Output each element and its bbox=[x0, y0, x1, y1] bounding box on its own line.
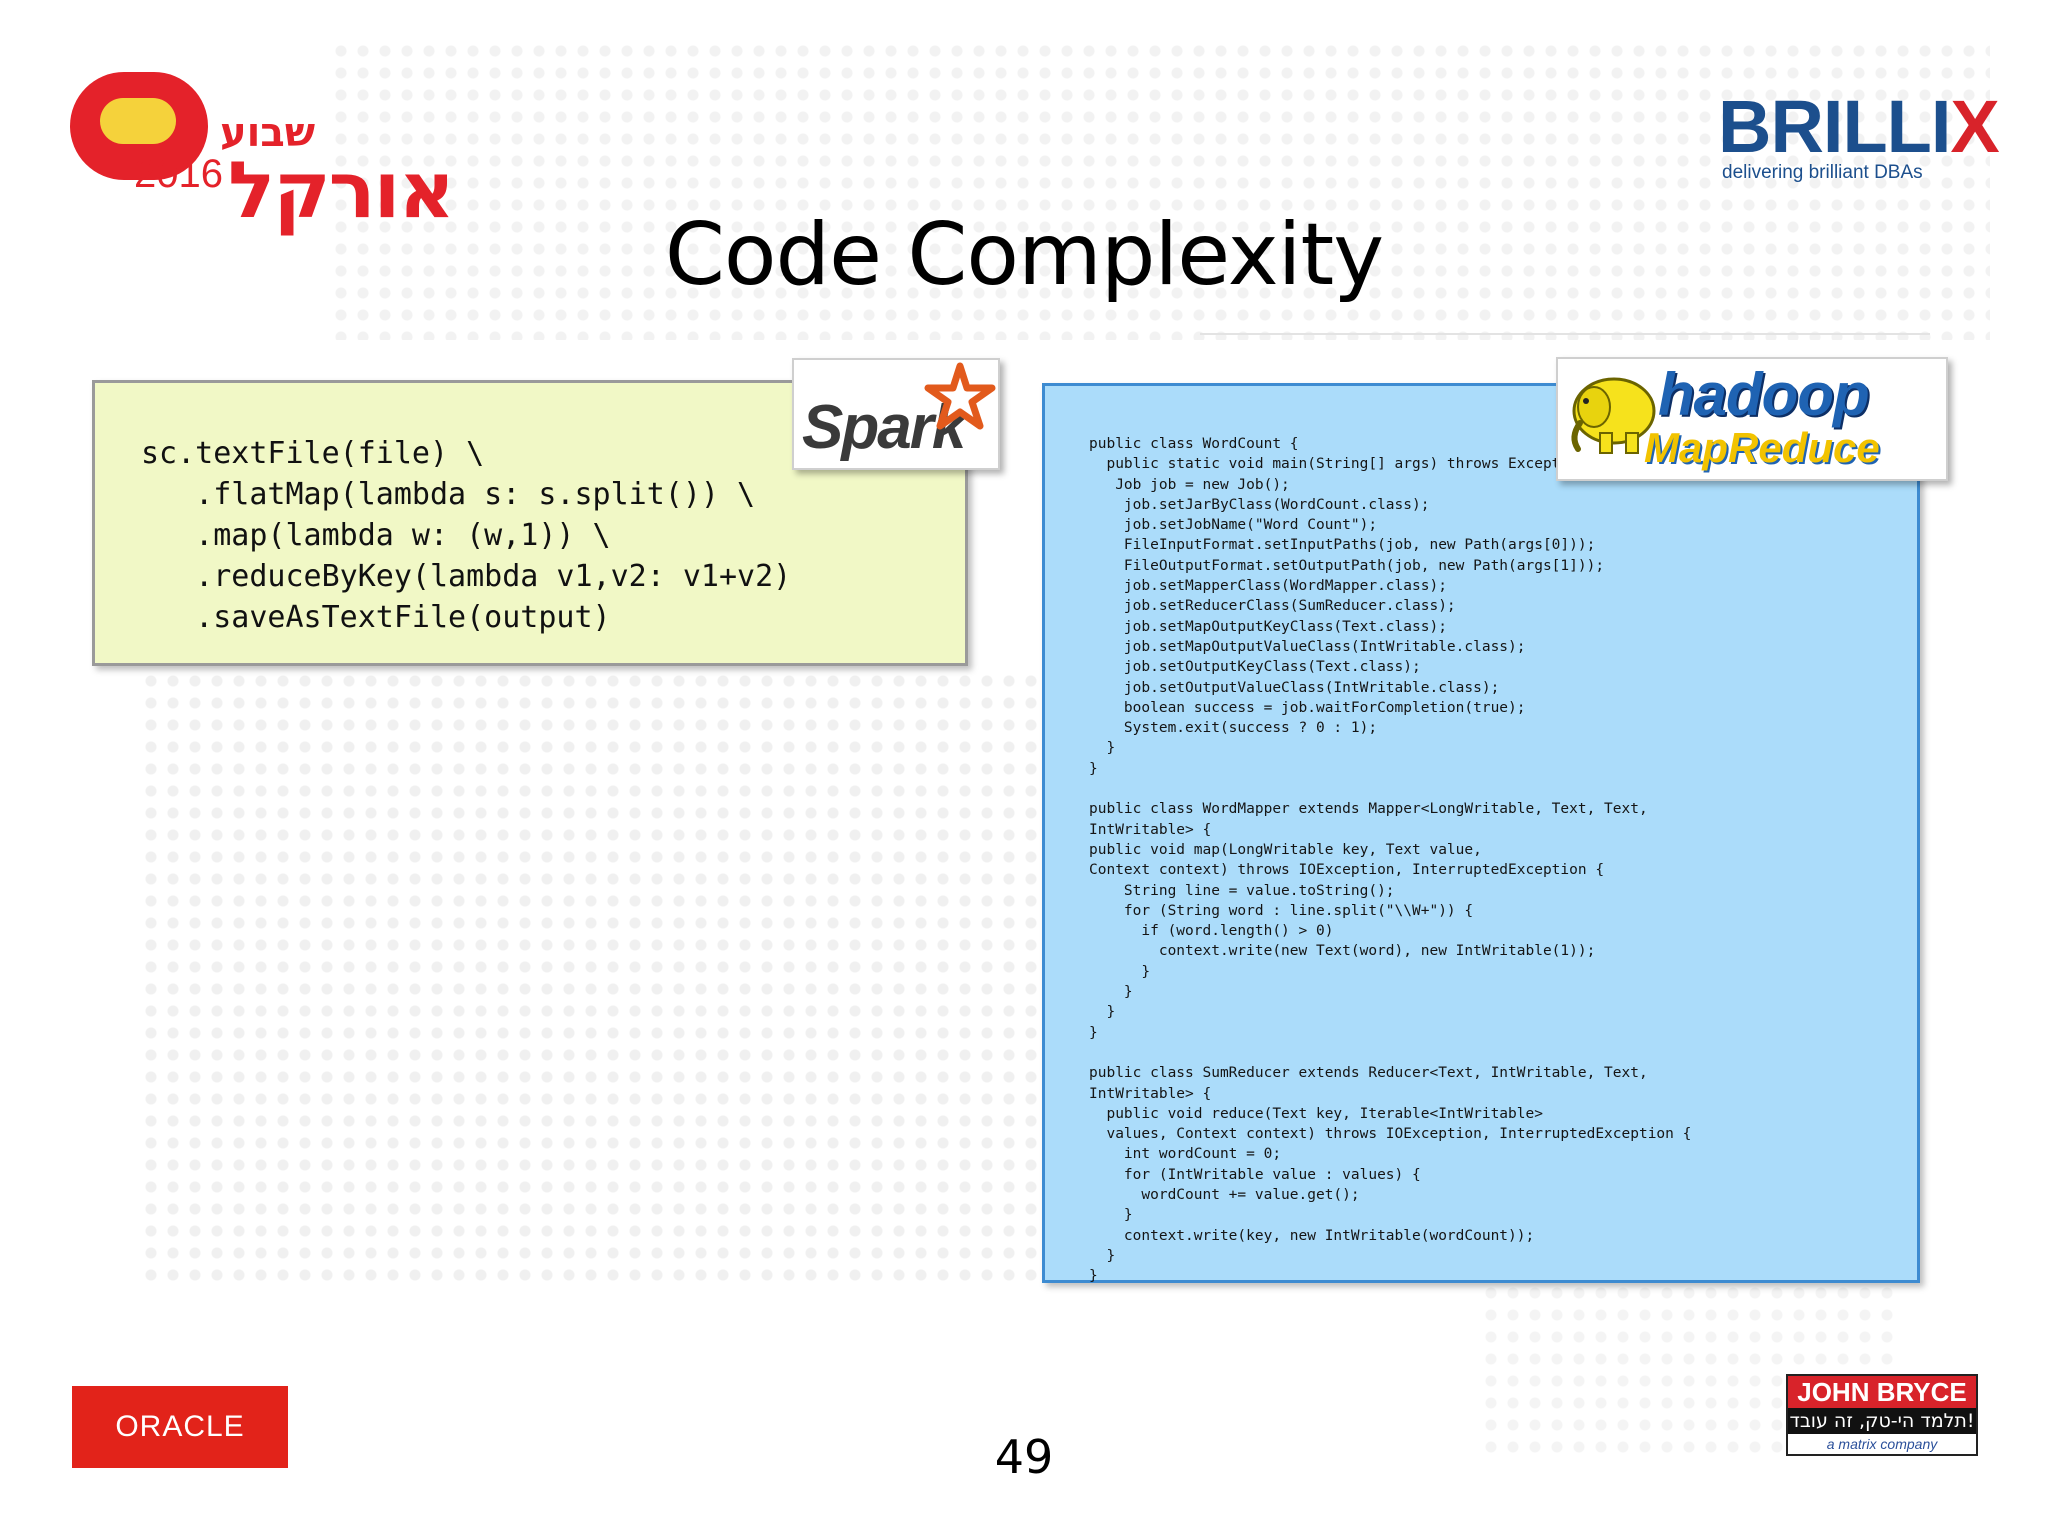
elephant-icon bbox=[1571, 377, 1656, 454]
mapreduce-wordmark: MapReduce bbox=[1644, 424, 1880, 471]
oracle-week-logo: שבוע 2016 אורקל bbox=[70, 72, 455, 230]
slide-title: Code Complexity bbox=[664, 205, 1384, 305]
oracle-wordmark: ORACLE bbox=[115, 1410, 245, 1443]
logo-year: 2016 bbox=[134, 152, 223, 196]
spark-logo: Spark bbox=[792, 358, 1000, 470]
logo-hebrew-big: אורקל bbox=[228, 146, 455, 236]
hadoop-code-panel: public class WordCount { public static v… bbox=[1042, 383, 1920, 1285]
title-divider bbox=[1200, 333, 1930, 335]
john-bryce-name: JOHN BRYCE bbox=[1788, 1376, 1976, 1408]
dot-pattern-lower-left bbox=[140, 670, 1040, 1290]
hadoop-code: public class WordCount { public static v… bbox=[1089, 436, 1692, 1285]
spark-code: sc.textFile(file) \ .flatMap(lambda s: s… bbox=[141, 436, 792, 635]
oracle-logo: ORACLE bbox=[72, 1386, 288, 1468]
brillix-tagline: delivering brilliant DBAs bbox=[1722, 162, 1923, 183]
john-bryce-logo: JOHN BRYCE תלמד הי-טק, זה עובד! a matrix… bbox=[1786, 1374, 1978, 1456]
john-bryce-sub: a matrix company bbox=[1826, 1436, 1938, 1452]
hadoop-wordmark: hadoop bbox=[1658, 361, 1870, 428]
john-bryce-hebrew: תלמד הי-טק, זה עובד! bbox=[1788, 1408, 1976, 1434]
page-number: 49 bbox=[994, 1430, 1054, 1484]
brillix-brand: BRILLI bbox=[1718, 85, 1951, 168]
spark-star-icon bbox=[924, 362, 996, 430]
logo-ring-icon bbox=[70, 72, 208, 180]
hadoop-mapreduce-logo: hadoop MapReduce bbox=[1556, 357, 1948, 481]
logo-hebrew-small: שבוע bbox=[220, 110, 316, 156]
brillix-logo: BRILLIX delivering brilliant DBAs bbox=[1718, 90, 2028, 190]
brillix-x: X bbox=[1950, 85, 1999, 168]
